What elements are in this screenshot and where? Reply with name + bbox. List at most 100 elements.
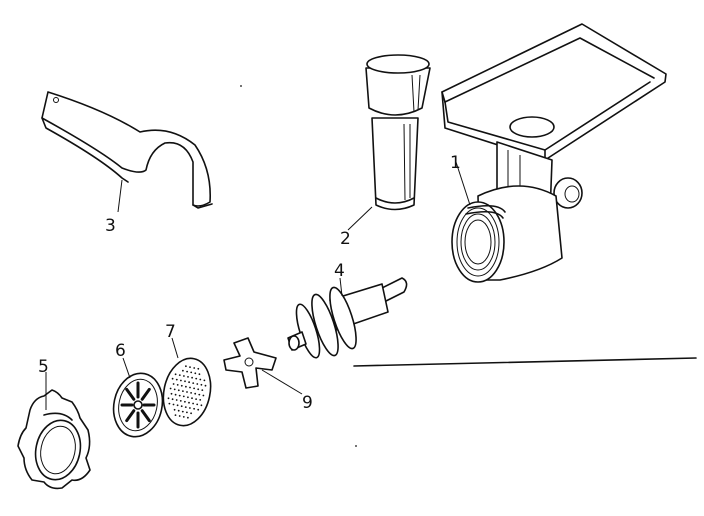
plate-hole (179, 400, 182, 402)
plate-hole (200, 404, 203, 407)
plate-hole (184, 400, 186, 403)
leader-4 (339, 277, 343, 297)
plate-hole (193, 387, 196, 390)
leader-6 (122, 357, 131, 379)
plate-hole (174, 393, 177, 396)
plate-hole (204, 384, 207, 387)
plate-hole (195, 377, 198, 380)
food-pusher (365, 54, 431, 211)
plate-hole (173, 388, 176, 391)
plate-hole (190, 392, 193, 394)
plate-hole (197, 408, 200, 411)
plate-hole (182, 369, 184, 372)
plate-hole (187, 416, 189, 419)
plate-hole (191, 376, 194, 379)
plate-hole (193, 367, 196, 369)
plate-hole (202, 394, 205, 397)
plate-hole (173, 408, 176, 411)
plate-hole (200, 383, 203, 386)
retaining-ring (17, 389, 91, 490)
plate-hole (182, 416, 185, 418)
plate-hole (198, 373, 201, 376)
plate-hole (167, 397, 170, 400)
plate-hole (186, 411, 188, 414)
plate-hole (172, 403, 175, 406)
plate-hole (190, 371, 193, 374)
plate-hole (192, 402, 195, 405)
plate-hole (188, 401, 190, 404)
callout-4: 4 (334, 261, 345, 281)
cutting-knife (223, 337, 277, 389)
plate-spoke (140, 409, 151, 423)
callout-2: 2 (340, 229, 351, 249)
leader-3 (117, 179, 123, 213)
plate-hole (203, 379, 206, 382)
fine-grinding-plate (162, 357, 212, 427)
grinder-body (441, 23, 667, 283)
plate-hole (171, 377, 174, 380)
plate-hole (197, 388, 200, 391)
plate-hole (187, 396, 189, 399)
plate-hole (174, 414, 177, 416)
plate-hole (183, 375, 185, 377)
plate-spoke (125, 387, 136, 401)
plate-spoke (140, 387, 151, 401)
plate-hole (176, 404, 179, 407)
plate-spoke (125, 409, 136, 423)
leader-7 (171, 337, 179, 359)
plate-hole (196, 383, 199, 385)
callout-9: 9 (302, 393, 313, 413)
plate-hole (189, 366, 191, 368)
plate-hole (198, 393, 201, 396)
callout-5: 5 (38, 357, 49, 377)
plate-hole (180, 384, 183, 387)
plate-hole (177, 389, 180, 392)
plate-hole (190, 412, 193, 415)
plate-hole (199, 399, 202, 401)
plate-hole (188, 381, 191, 384)
plate-hole (171, 398, 174, 401)
plate-hole (193, 407, 196, 410)
plate-hole (178, 394, 181, 397)
plate-hole (199, 378, 202, 381)
plate-hole (189, 386, 191, 389)
plate-hole (192, 382, 195, 384)
plate-hole (197, 367, 200, 370)
spanner-wrench (41, 91, 213, 209)
plate-hole (191, 397, 193, 400)
plate-hole (185, 385, 187, 388)
plate-hole (178, 415, 181, 417)
speck (240, 85, 242, 87)
plate-hole (169, 387, 172, 390)
plate-hole (175, 378, 178, 381)
callout-1: 1 (450, 153, 461, 173)
plate-hole (196, 403, 199, 406)
plate-hole (194, 372, 197, 375)
plate-hole (180, 405, 183, 408)
plate-hole (195, 398, 198, 400)
plate-hole (186, 370, 189, 373)
plate-hole (182, 395, 185, 398)
plate-hole (177, 409, 180, 412)
plate-hole (168, 402, 171, 405)
callout-6: 6 (115, 341, 126, 361)
plate-hole (174, 373, 177, 376)
coarse-grinding-plate (112, 372, 164, 438)
leader-2 (347, 206, 373, 231)
plate-hole (182, 390, 184, 392)
plate-hole (181, 410, 184, 413)
plate-hole (189, 407, 191, 409)
plate-hole (170, 392, 173, 395)
feed-worm (287, 277, 408, 359)
plate-hole (201, 389, 204, 391)
plate-hole (184, 406, 187, 408)
plate-hole (185, 365, 187, 368)
callout-3: 3 (105, 216, 116, 236)
plate-hole (175, 399, 178, 401)
plate-hole (178, 374, 181, 376)
speck (355, 445, 357, 447)
callout-7: 7 (165, 322, 176, 342)
plate-hole (180, 379, 182, 382)
plate-hole (184, 380, 186, 383)
